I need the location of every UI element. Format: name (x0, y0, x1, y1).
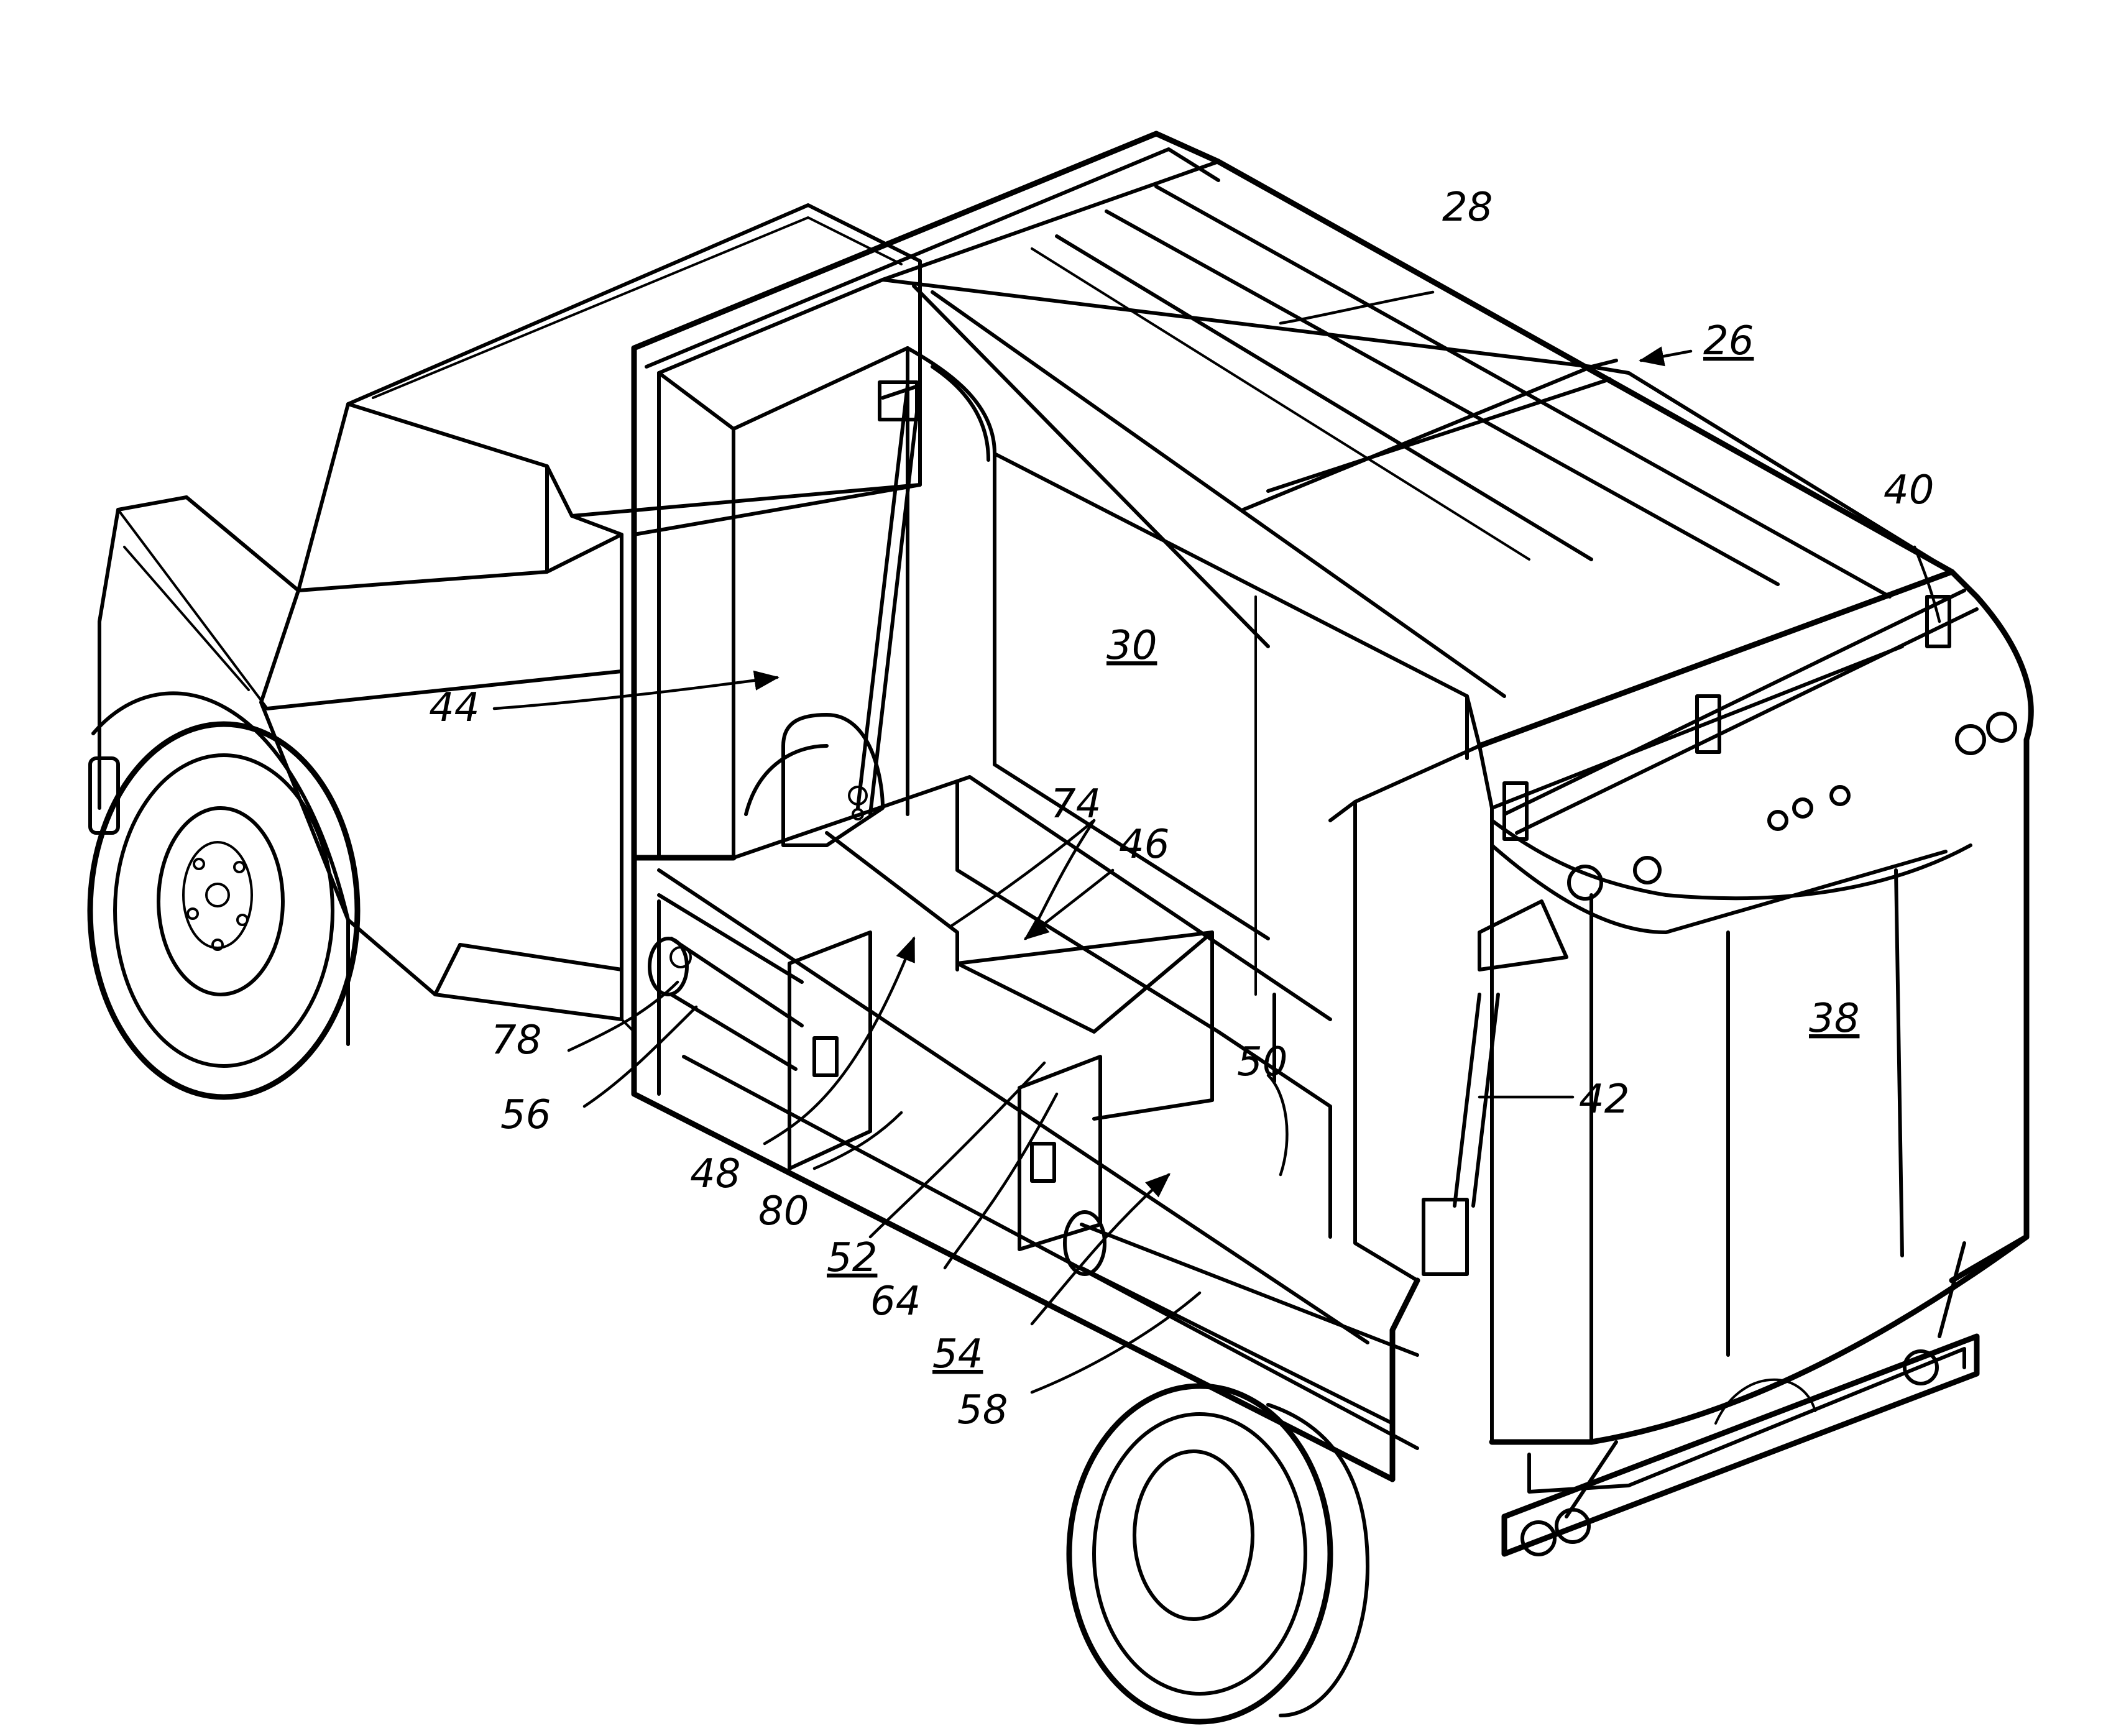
leader-26 (1641, 351, 1691, 361)
ref-48: 48 (690, 1151, 740, 1197)
leader-46 (1026, 870, 1113, 939)
ref-80: 80 (758, 1188, 809, 1234)
ref-54: 54 (932, 1331, 983, 1377)
ref-74: 74 (1051, 781, 1101, 827)
rear-door (1424, 572, 2031, 1555)
ref-58: 58 (957, 1387, 1008, 1433)
ref-56: 56 (500, 1092, 551, 1138)
ref-42: 42 (1579, 1077, 1629, 1123)
leader-80 (814, 1113, 901, 1169)
reference-numerals: 28 26 40 30 44 74 46 38 50 42 78 56 48 8… (429, 185, 1934, 1433)
leader-lines (494, 292, 1939, 1392)
ref-30: 30 (1106, 623, 1157, 669)
leader-56 (584, 1007, 696, 1106)
ref-50: 50 (1237, 1039, 1287, 1085)
ref-28: 28 (1442, 185, 1493, 231)
ref-40: 40 (1884, 467, 1934, 513)
ref-52: 52 (827, 1235, 877, 1281)
ref-38: 38 (1809, 996, 1859, 1042)
leader-50 (1268, 1075, 1287, 1175)
ref-78: 78 (491, 1017, 541, 1063)
ref-64: 64 (870, 1279, 921, 1325)
body-container (634, 134, 1952, 1722)
ref-44: 44 (429, 685, 479, 731)
ref-26: 26 (1703, 318, 1754, 364)
leader-74b (1032, 820, 1094, 932)
ref-46: 46 (1119, 822, 1169, 868)
